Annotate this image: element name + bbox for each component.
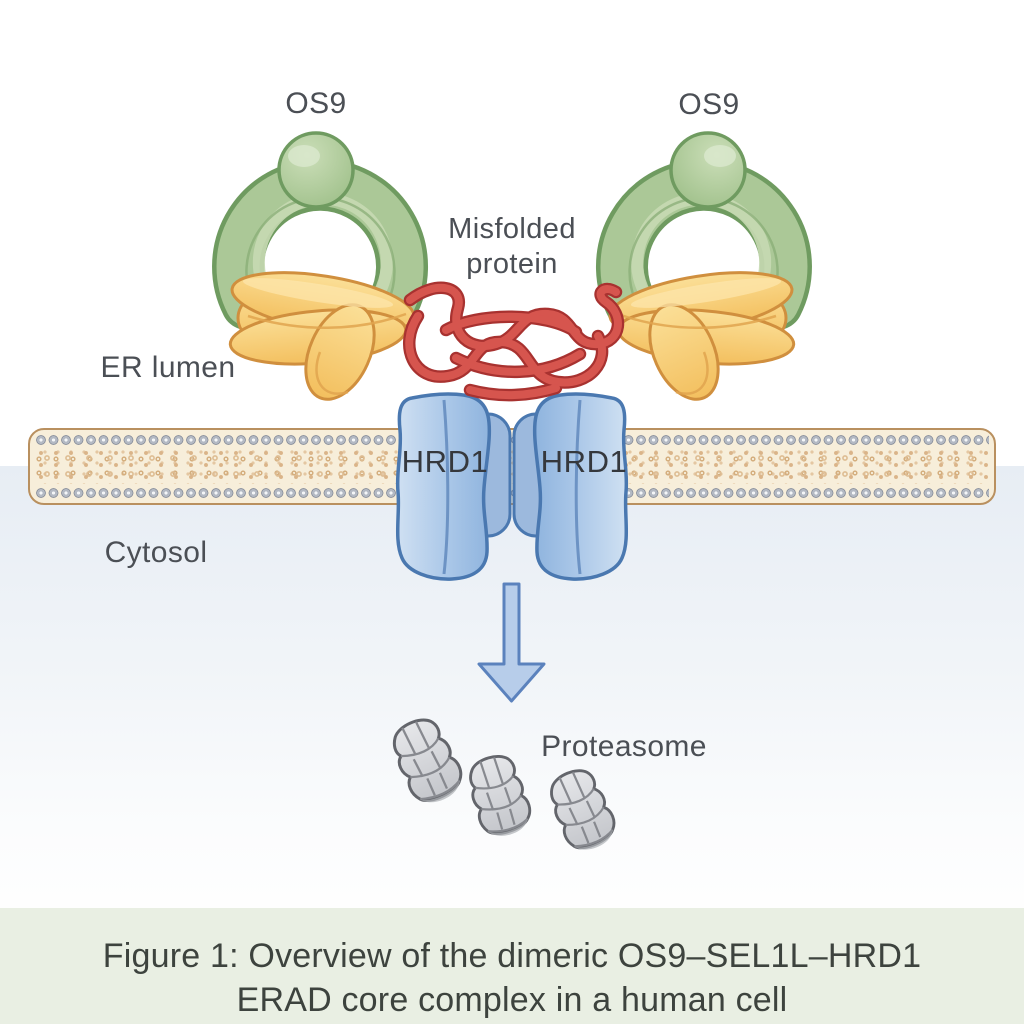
caption-line-2: ERAD core complex in a human cell xyxy=(236,981,788,1019)
caption-line-1: Figure 1: Overview of the dimeric OS9–SE… xyxy=(102,937,922,975)
figure-caption: Figure 1: Overview of the dimeric OS9–SE… xyxy=(0,908,1024,1024)
hrd1-label-right: HRD1 xyxy=(540,444,628,479)
misfolded-protein-line1: Misfolded xyxy=(448,213,576,245)
lipid-heads-top xyxy=(35,434,989,446)
cytosol-label: Cytosol xyxy=(104,536,208,569)
proteasome-icon xyxy=(384,710,471,812)
lipid-heads-bottom xyxy=(35,487,989,499)
os9-sel1l-unit-left xyxy=(228,133,418,410)
hrd1-right-shape xyxy=(512,392,629,581)
degradation-arrow-icon xyxy=(477,582,546,703)
hrd1-label-left: HRD1 xyxy=(401,444,489,479)
proteasome-label: Proteasome xyxy=(541,730,707,763)
proteasome-icon xyxy=(462,749,537,844)
hrd1-left-shape xyxy=(395,392,512,581)
proteasome-icon xyxy=(541,762,623,859)
misfolded-protein-line2: protein xyxy=(466,248,558,280)
os9-sel1l-unit-right xyxy=(606,133,796,410)
misfolded-protein-tangle xyxy=(403,281,625,402)
membrane-texture xyxy=(36,449,988,484)
os9-label-right: OS9 xyxy=(678,88,740,121)
misfolded-protein-label: Misfolded protein xyxy=(448,212,576,282)
er-lumen-label: ER lumen xyxy=(100,351,236,384)
os9-label-left: OS9 xyxy=(285,87,347,120)
er-membrane xyxy=(28,428,996,505)
